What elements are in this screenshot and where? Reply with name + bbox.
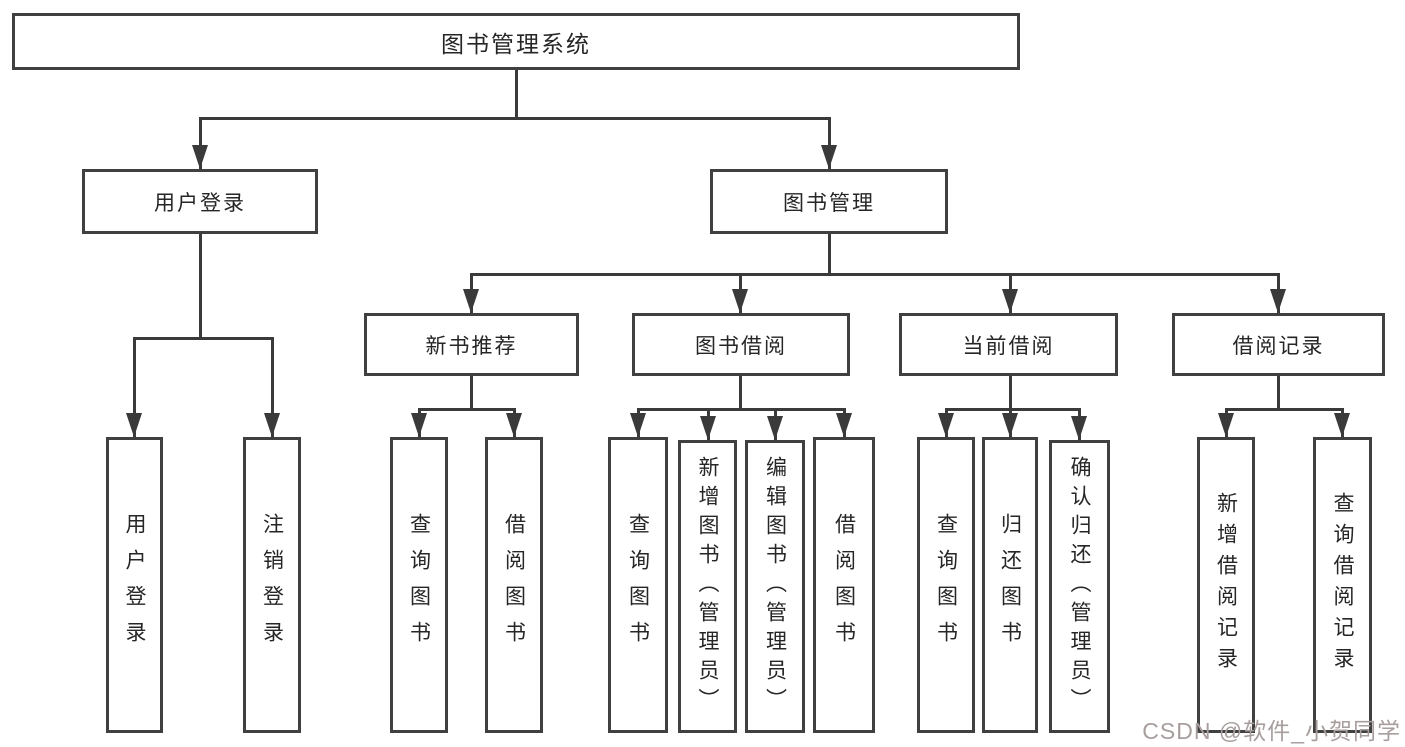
- leaf-logout-label: 注销登录: [260, 513, 284, 657]
- arrowhead-down-icon: [506, 413, 522, 437]
- node-current-borrowing: 当前借阅: [899, 313, 1118, 376]
- arrowhead-down-icon: [463, 289, 479, 313]
- leaf-bb-borrow-books-label: 借阅图书: [832, 513, 856, 657]
- connector-to-leaf-logout: [271, 337, 274, 437]
- leaf-bb-borrow-books: 借阅图书: [813, 437, 875, 733]
- leaf-cb-return-books: 归还图书: [982, 437, 1038, 733]
- arrowhead-down-icon: [767, 416, 783, 440]
- leaf-br-query-record-label: 查询借阅记录: [1331, 492, 1354, 678]
- node-new-book-recommend: 新书推荐: [364, 313, 579, 376]
- connector-root-rail: [199, 117, 830, 120]
- connector-book-management-rail: [470, 273, 1279, 276]
- arrowhead-down-icon: [192, 145, 208, 169]
- connector-br-stem: [1277, 376, 1280, 408]
- connector-br-rail: [1225, 408, 1343, 411]
- connector-bb-rail: [637, 408, 845, 411]
- leaf-cb-confirm-return-label: 确认归还（管理员）: [1068, 456, 1091, 717]
- arrowhead-down-icon: [700, 416, 716, 440]
- connector-book-management-stem: [828, 234, 831, 273]
- arrowhead-down-icon: [821, 145, 837, 169]
- connector-nr-stem: [470, 376, 473, 408]
- node-root: 图书管理系统: [12, 13, 1020, 70]
- leaf-nr-query-books: 查询图书: [390, 437, 448, 733]
- connector-to-user-login: [199, 117, 202, 169]
- leaf-cb-return-books-label: 归还图书: [998, 513, 1022, 657]
- arrowhead-down-icon: [836, 413, 852, 437]
- leaf-bb-add-books-label: 新增图书（管理员）: [696, 456, 719, 717]
- leaf-bb-add-books: 新增图书（管理员）: [678, 440, 737, 733]
- node-book-borrowing: 图书借阅: [632, 313, 850, 376]
- arrowhead-down-icon: [630, 413, 646, 437]
- connector-root-stem: [515, 70, 518, 117]
- arrowhead-down-icon: [411, 413, 427, 437]
- connector-to-book-management: [828, 117, 831, 169]
- leaf-cb-query-books: 查询图书: [917, 437, 975, 733]
- node-current-borrowing-label: 当前借阅: [962, 334, 1055, 358]
- node-book-management: 图书管理: [710, 169, 948, 234]
- leaf-br-add-record: 新增借阅记录: [1197, 437, 1255, 733]
- leaf-bb-query-books: 查询图书: [608, 437, 668, 733]
- leaf-nr-borrow-books-label: 借阅图书: [502, 513, 526, 657]
- leaf-cb-confirm-return: 确认归还（管理员）: [1049, 440, 1110, 733]
- node-book-management-label: 图书管理: [783, 191, 875, 215]
- arrowhead-down-icon: [1270, 289, 1286, 313]
- arrowhead-down-icon: [732, 289, 748, 313]
- node-borrowing-records-label: 借阅记录: [1232, 334, 1325, 358]
- leaf-br-query-record: 查询借阅记录: [1313, 437, 1372, 733]
- node-book-borrowing-label: 图书借阅: [695, 334, 787, 358]
- leaf-bb-edit-books-label: 编辑图书（管理员）: [763, 456, 787, 717]
- arrowhead-down-icon: [126, 413, 142, 437]
- arrowhead-down-icon: [938, 413, 954, 437]
- arrowhead-down-icon: [1002, 413, 1018, 437]
- connector-cb-stem: [1009, 376, 1012, 408]
- csdn-watermark: CSDN @软件_小贺同学: [1142, 718, 1401, 744]
- arrowhead-down-icon: [1002, 289, 1018, 313]
- leaf-nr-query-books-label: 查询图书: [407, 513, 431, 657]
- arrowhead-down-icon: [1071, 416, 1087, 440]
- leaf-cb-query-books-label: 查询图书: [934, 513, 958, 657]
- node-new-book-recommend-label: 新书推荐: [425, 334, 518, 358]
- node-root-label: 图书管理系统: [441, 30, 591, 57]
- connector-user-login-stem: [199, 234, 202, 337]
- leaf-user-login-label: 用户登录: [123, 513, 146, 657]
- node-user-login-label: 用户登录: [154, 191, 246, 215]
- connector-bb-stem: [739, 376, 742, 408]
- leaf-bb-edit-books: 编辑图书（管理员）: [745, 440, 805, 733]
- leaf-logout: 注销登录: [243, 437, 301, 733]
- node-borrowing-records: 借阅记录: [1172, 313, 1385, 376]
- leaf-bb-query-books-label: 查询图书: [626, 513, 650, 657]
- connector-cb-rail: [945, 408, 1081, 411]
- leaf-nr-borrow-books: 借阅图书: [485, 437, 543, 733]
- leaf-user-login: 用户登录: [106, 437, 163, 733]
- arrowhead-down-icon: [1218, 413, 1234, 437]
- connector-user-login-rail: [133, 337, 273, 340]
- arrowhead-down-icon: [264, 413, 280, 437]
- connector-to-leaf-user-login: [133, 337, 136, 437]
- arrowhead-down-icon: [1334, 413, 1350, 437]
- node-user-login: 用户登录: [82, 169, 318, 234]
- leaf-br-add-record-label: 新增借阅记录: [1214, 492, 1238, 678]
- connector-nr-rail: [418, 408, 515, 411]
